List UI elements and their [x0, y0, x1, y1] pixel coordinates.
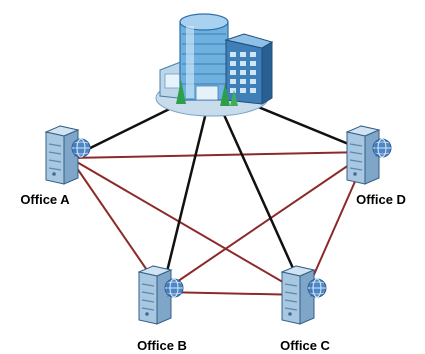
office-node-c: Office C	[280, 265, 331, 353]
hub-link-hq-b	[160, 87, 214, 293]
mesh-link-a-d	[69, 151, 369, 159]
server-globe-icon	[137, 265, 184, 325]
office-node-b: Office B	[137, 265, 187, 353]
headquarters-building-icon	[155, 13, 274, 117]
mesh-link-b-d	[161, 151, 369, 293]
offices-layer: Office A Office B Office C Office D	[20, 125, 406, 353]
office-label-c: Office C	[280, 338, 330, 353]
mesh-link-b-c	[161, 291, 306, 296]
links-layer	[69, 86, 369, 296]
hub-link-hq-c	[210, 87, 307, 296]
server-globe-icon	[44, 125, 91, 185]
server-globe-icon	[345, 125, 392, 185]
office-node-d: Office D	[345, 125, 406, 207]
office-node-a: Office A	[20, 125, 91, 207]
headquarters-node	[155, 13, 274, 117]
mesh-link-a-c	[69, 157, 306, 296]
office-label-d: Office D	[356, 192, 406, 207]
server-globe-icon	[280, 265, 327, 325]
office-label-a: Office A	[20, 192, 70, 207]
office-label-b: Office B	[137, 338, 187, 353]
